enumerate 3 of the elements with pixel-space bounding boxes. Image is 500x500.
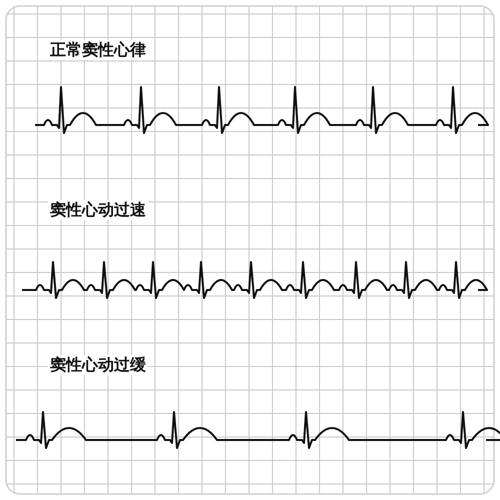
rhythm-title: 窦性心动过缓 <box>48 355 148 375</box>
rhythm-title: 窦性心动过速 <box>48 200 148 220</box>
rhythm-title: 正常窦性心律 <box>48 40 148 60</box>
